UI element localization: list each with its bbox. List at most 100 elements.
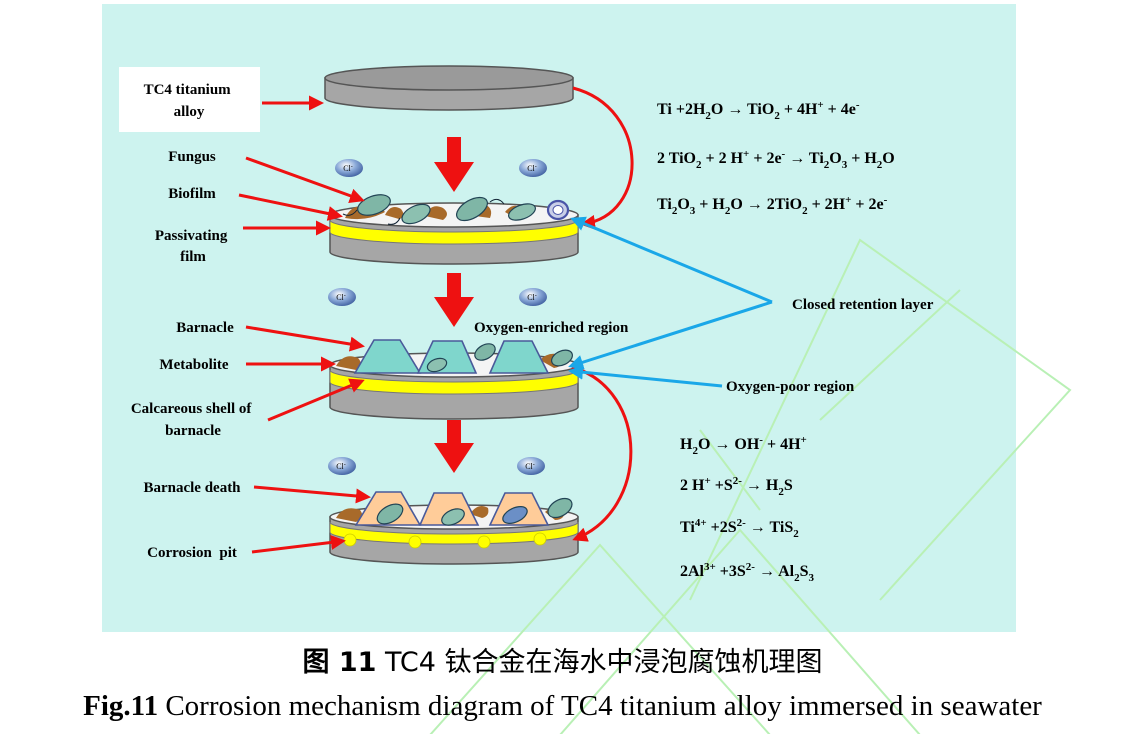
equation-text: + 4H [780,101,818,118]
caption-cn-text: TC4 钛合金在海水中浸泡腐蚀机理图 [376,647,823,678]
equation-text: +3S [716,563,746,580]
process-arrow-down [434,137,474,192]
equation-text: + H [695,196,725,213]
label-barnacle-death: Barnacle death [143,480,241,496]
equation-text: + 2H [808,196,846,213]
equation-text: + 2 H [701,150,743,167]
equation-text: S [800,563,809,580]
caption-chinese: 图 11 TC4 钛合金在海水中浸泡腐蚀机理图 [0,640,1125,679]
chloride-ions: Cl- Cl- Cl- Cl- Cl- Cl- [328,159,547,475]
svg-text:Cl-: Cl- [343,164,353,173]
arrow-retention-bottom [568,300,773,370]
equation-sub: 2 [705,110,711,122]
arrow-barnacle [245,325,365,352]
caption-en-label: Fig.11 [83,690,159,722]
equation-sub: 2 [725,205,731,217]
arrow-retention-top [570,216,773,304]
equations-bottom: H2O → OH- + 4H+ 2 H+ +S2- → H2S Ti4+ +2S… [680,434,815,584]
svg-text:Cl-: Cl- [336,293,346,302]
equation-sup: + [743,148,749,160]
equation-text: 2 H [680,477,705,494]
label-closed-retention: Closed retention layer [792,297,934,313]
equation-text: → Al [755,563,795,580]
watermark [429,238,1072,734]
label-biofilm: Biofilm [168,186,216,202]
equation-text: +S [711,477,733,494]
equation-text: O → TiO [711,101,774,118]
equation-sub: 3 [809,572,815,584]
process-arrows [434,137,474,473]
left-labels: Fungus Biofilm Passivating film Barnacle… [131,149,255,561]
right-labels: Oxygen-enriched region Closed retention … [474,297,934,395]
svg-text:Cl-: Cl- [527,164,537,173]
label-barnacle: Barnacle [176,320,234,336]
equation-text: + 2e [749,150,781,167]
barnacle-disk [329,339,579,420]
arrow-oxygen-poor [568,364,723,388]
equation-sup: - [856,99,860,111]
equation-text: O → OH [698,436,760,453]
equation-text: + 4H [763,436,801,453]
chloride-ion [335,159,363,177]
label-passivating: Passivating film [155,228,231,265]
equation-text: → TiS [746,519,794,536]
arrow-barnacle-death [253,485,371,504]
chloride-ion [328,457,356,475]
equation: 2Al3+ +3S2- → Al2S3 [680,561,815,584]
equation-sup: 4+ [695,517,707,529]
label-arrows [238,86,634,554]
equation-text: Ti +2H [657,101,706,118]
label-fungus: Fungus [168,149,216,165]
equation-sup: - [759,434,763,446]
equation-sub: 2 [793,528,799,540]
biofilm-disk [329,194,579,265]
process-arrow-down [434,420,474,473]
caption-cn-label: 图 11 [302,647,377,678]
equation: H2O → OH- + 4H+ [680,434,807,457]
equation-sup: + [817,99,823,111]
arrow-fungus [245,156,365,203]
equations-top: Ti +2H2O → TiO2 + 4H+ + 4e- 2 TiO2 + 2 H… [657,99,895,217]
alloy-label: TC4 titanium alloy [144,82,235,120]
equation-sup: 2- [746,561,756,573]
equation-sub: 3 [690,205,696,217]
equation: Ti4+ +2S2- → TiS2 [680,517,799,540]
equation-sup: + [704,475,710,487]
equation-sub: 2 [877,159,883,171]
arrow-curve-top [572,86,634,230]
equation-text: → Ti [785,150,824,167]
equation-text: 2Al [680,563,705,580]
label-oxygen-poor: Oxygen-poor region [726,379,855,395]
equation: Ti +2H2O → TiO2 + 4H+ + 4e- [657,99,860,122]
equation-text: + H [847,150,877,167]
equation-sub: 2 [672,205,678,217]
equation-text: Ti [680,519,695,536]
equation: 2 TiO2 + 2 H+ + 2e- → Ti2O3 + H2O [657,148,895,171]
equation-sub: 2 [794,572,800,584]
equation-sub: 2 [774,110,780,122]
equation-sub: 2 [824,159,830,171]
label-calcareous: Calcareous shell of barnacle [131,401,255,439]
equation-sup: - [884,194,888,206]
equation-sub: 3 [842,159,848,171]
equation-sub: 2 [802,205,808,217]
arrow-biofilm [238,193,343,221]
arrow-corrosion-pit [251,534,346,554]
equation: 2 H+ +S2- → H2S [680,475,793,498]
equation: Ti2O3 + H2O → 2TiO2 + 2H+ + 2e- [657,194,888,217]
alloy-label-box [119,67,260,132]
corrosion-disk [329,491,579,565]
process-arrow-down [434,273,474,327]
equation-text: O [829,150,841,167]
equation-text: + 4e [824,101,856,118]
equation-sub: 2 [696,159,702,171]
equation-text: O → 2TiO [730,196,802,213]
equation-text: S [784,477,793,494]
equation-text: O [882,150,894,167]
equation-sup: + [845,194,851,206]
svg-text:Cl-: Cl- [525,462,535,471]
label-oxygen-enriched: Oxygen-enriched region [474,320,629,336]
equation-text: H [680,436,693,453]
chloride-ion [519,159,547,177]
equation-text: 2 TiO [657,150,696,167]
